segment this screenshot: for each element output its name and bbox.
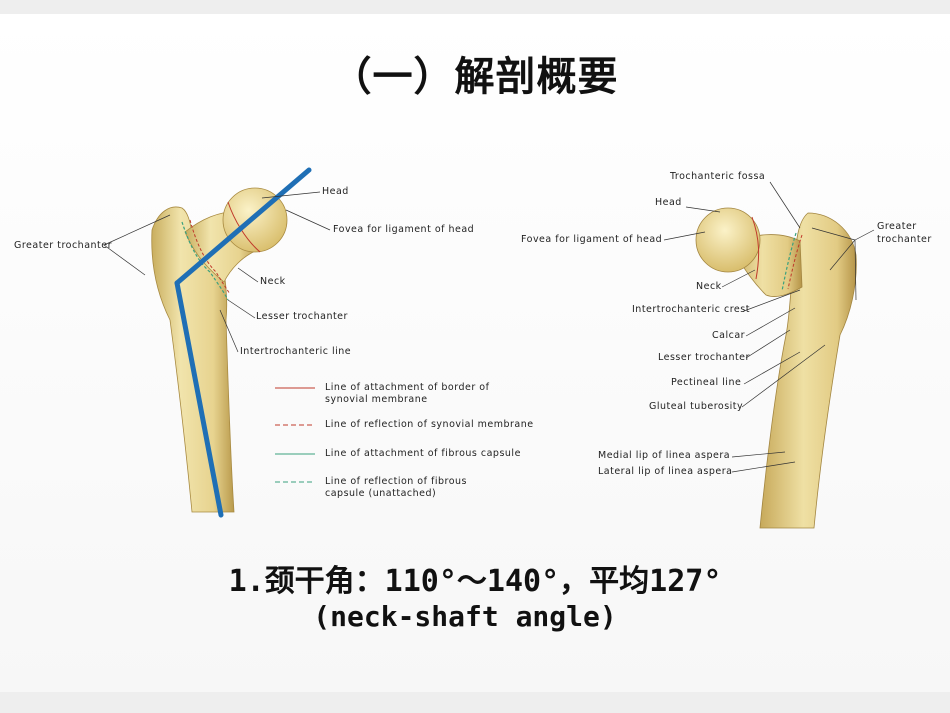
label-lateral-lip: Lateral lip of linea aspera (598, 466, 733, 477)
label-intertrochanteric-crest: Intertrochanteric crest (632, 304, 750, 315)
legend-item-synovial-reflection: Line of reflection of synovial membrane (325, 419, 534, 430)
label-trochanteric-fossa: Trochanteric fossa (670, 171, 766, 182)
label-calcar: Calcar (712, 330, 746, 341)
anterior-femur-figure (151, 167, 312, 518)
legend-item-fibrous-attachment: Line of attachment of fibrous capsule (325, 448, 521, 459)
caption-english-term: (neck-shaft angle) (313, 600, 617, 633)
label-pectineal-line: Pectineal line (671, 377, 742, 388)
label-medial-lip: Medial lip of linea aspera (598, 450, 731, 461)
label-head-posterior: Head (655, 197, 682, 208)
label-greater-trochanter-2: trochanter (877, 234, 932, 245)
caption-neck-shaft-angle: 1.颈干角：110°～140°，平均127° (228, 564, 722, 599)
label-greater-trochanter-1: Greater (877, 221, 917, 232)
bottom-band (0, 692, 950, 713)
label-fovea-posterior: Fovea for ligament of head (521, 234, 663, 245)
posterior-femur-figure (695, 207, 857, 529)
label-greater-trochanter: Greater trochanter (14, 240, 113, 251)
label-fovea: Fovea for ligament of head (333, 224, 475, 235)
label-neck: Neck (260, 276, 286, 287)
label-lesser-trochanter-posterior: Lesser trochanter (658, 352, 750, 363)
label-gluteal-tuberosity: Gluteal tuberosity (649, 401, 744, 412)
label-head: Head (322, 186, 349, 197)
label-lesser-trochanter: Lesser trochanter (256, 311, 348, 322)
label-neck-posterior: Neck (696, 281, 722, 292)
top-band (0, 0, 950, 14)
label-intertrochanteric-line: Intertrochanteric line (240, 346, 352, 357)
slide-title: （一）解剖概要 (331, 54, 619, 100)
